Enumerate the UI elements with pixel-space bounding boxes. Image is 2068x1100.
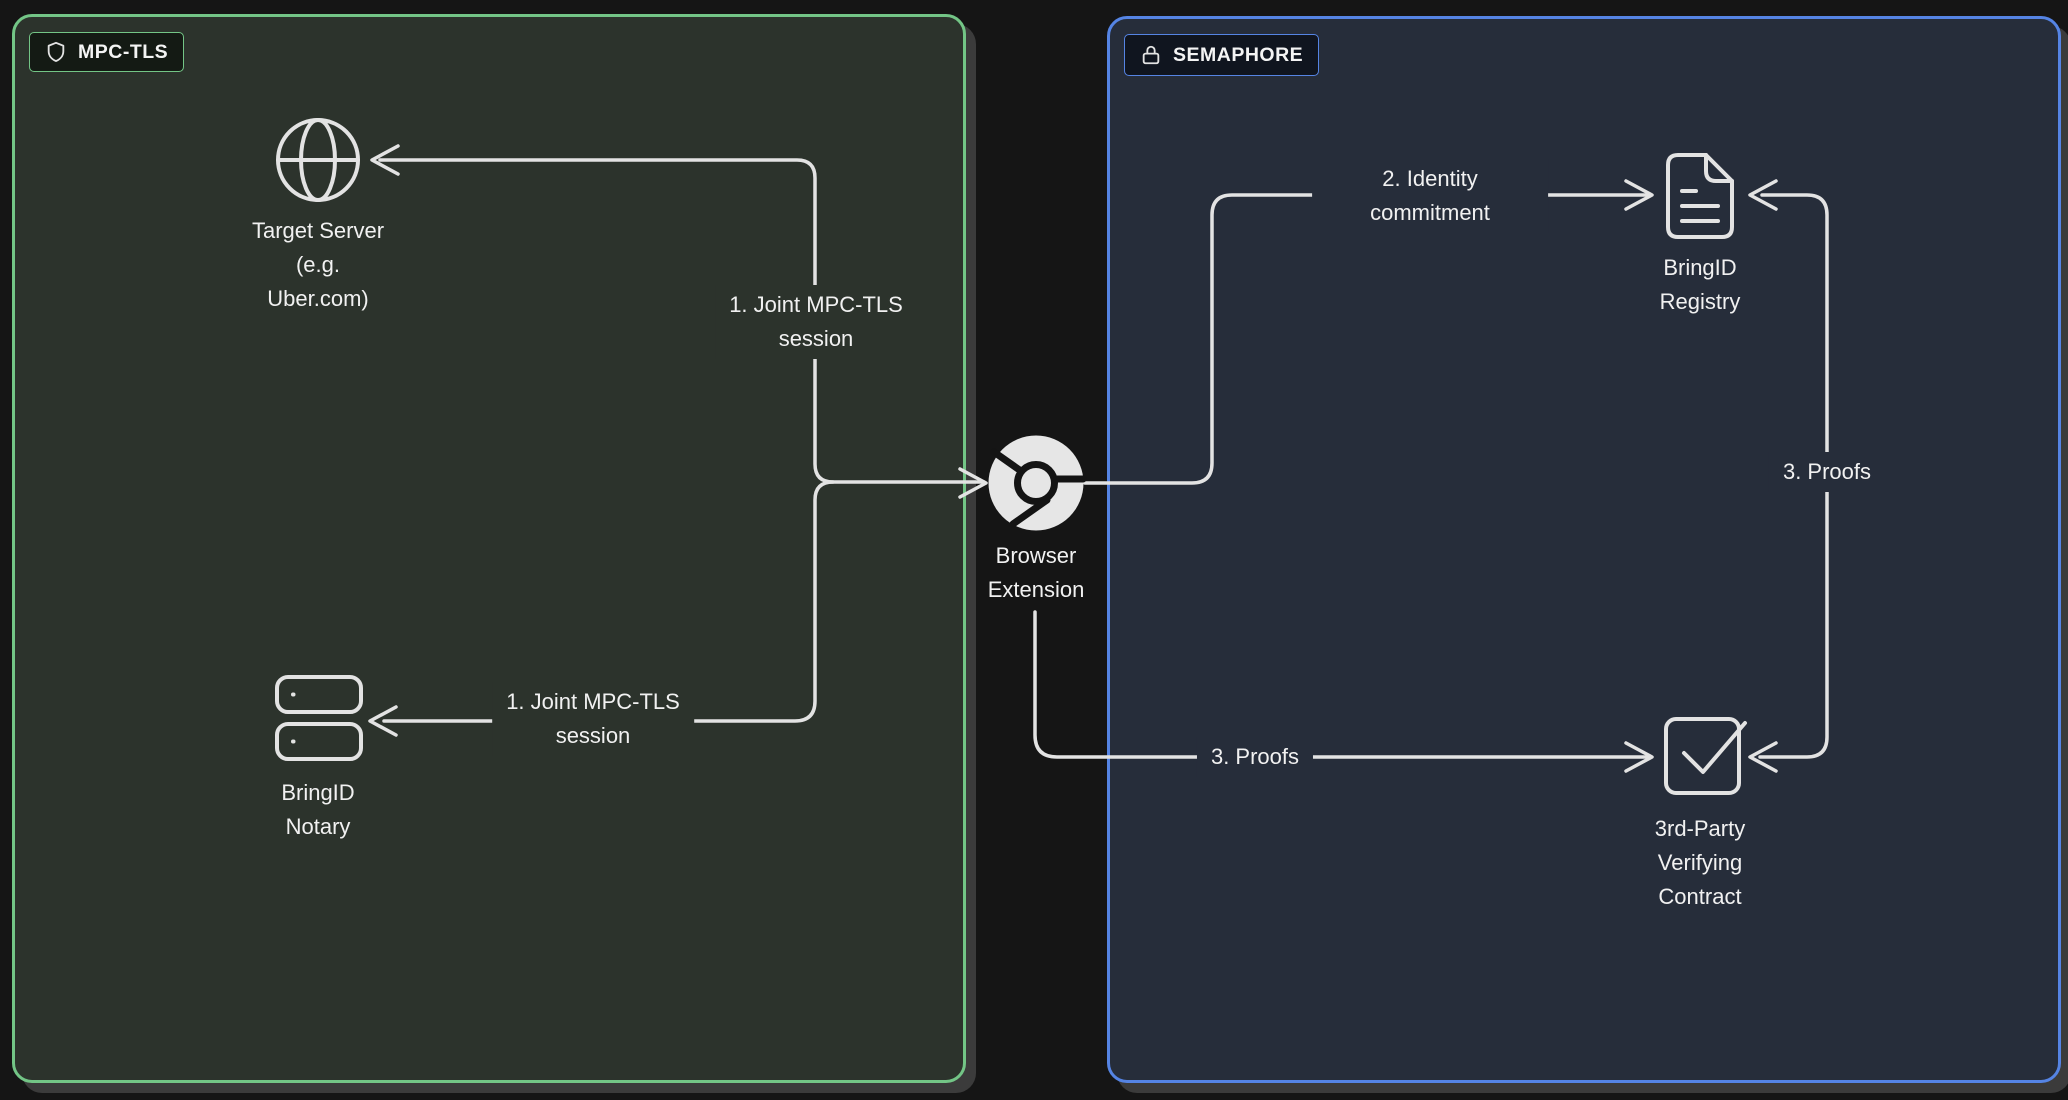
edge-label-joint-session-bottom: 1. Joint MPC-TLS session — [492, 682, 694, 756]
edge-label-proofs-right: 3. Proofs — [1768, 452, 1886, 492]
lock-icon — [1142, 45, 1160, 65]
edge-label-proofs-bottom: 3. Proofs — [1196, 737, 1314, 777]
region-semaphore: SEMAPHORE — [1107, 16, 2061, 1083]
browser-extension-label: Browser Extension — [987, 543, 1085, 602]
bringid-notary-label: BringID Notary — [281, 780, 355, 839]
mpc-tls-badge: MPC-TLS — [29, 32, 185, 72]
bringid-registry-label: BringID Registry — [1659, 255, 1741, 314]
region-mpc-tls: MPC-TLS — [12, 14, 966, 1083]
chrome-icon — [988, 435, 1087, 531]
shield-icon — [47, 41, 65, 62]
verifying-contract-label: 3rd-Party Verifying Contract — [1654, 816, 1746, 909]
edge-label-joint-session-top: 1. Joint MPC-TLS session — [715, 285, 917, 359]
target-server-label: Target Server (e.g. Uber.com) — [251, 218, 385, 311]
mpc-tls-badge-label: MPC-TLS — [78, 40, 169, 63]
semaphore-badge: SEMAPHORE — [1124, 34, 1320, 76]
edge-label-identity-commitment: 2. Identity commitment — [1312, 159, 1548, 233]
semaphore-badge-label: SEMAPHORE — [1173, 43, 1304, 66]
